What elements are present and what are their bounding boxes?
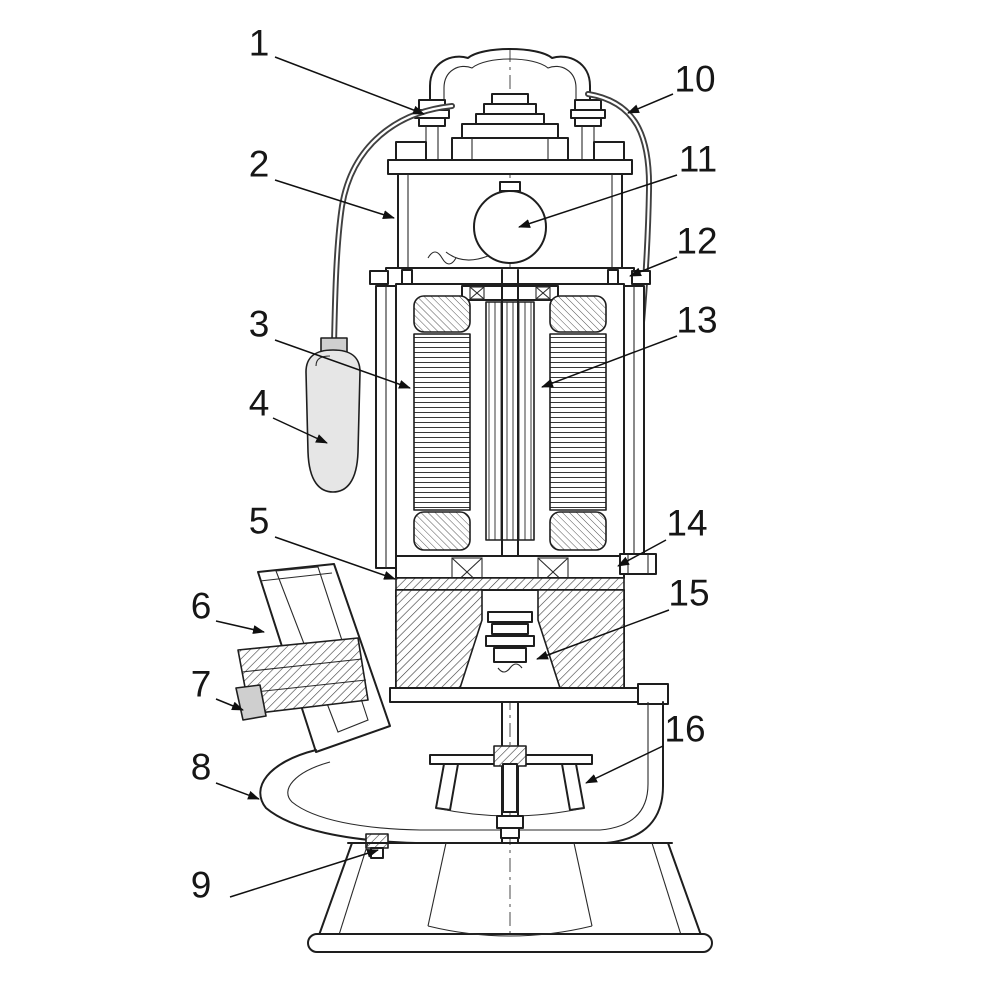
leader-line-11 [518, 174, 678, 228]
leader-line-2 [274, 179, 395, 219]
stator-winding-right [549, 295, 607, 551]
callout-label-2: 2 [248, 143, 270, 185]
callout-label-9: 9 [190, 864, 212, 906]
impeller [429, 745, 593, 839]
leader-line-8 [215, 782, 260, 800]
callout-label-13: 13 [676, 299, 718, 341]
callout-label-16: 16 [664, 708, 706, 750]
leader-line-6 [215, 620, 265, 634]
callout-label-5: 5 [248, 500, 270, 542]
leader-line-4 [272, 417, 328, 444]
power-cable-left [331, 103, 455, 347]
mechanical-seal [485, 611, 535, 673]
volute-casing [259, 683, 669, 844]
callout-label-6: 6 [190, 585, 212, 627]
leader-line-7 [215, 698, 244, 711]
cooling-jacket [623, 285, 645, 569]
junction-box [387, 141, 633, 269]
leader-lines [215, 56, 678, 898]
leader-line-9 [229, 849, 379, 898]
leader-line-13 [541, 335, 678, 388]
leader-line-16 [585, 745, 664, 784]
discharge-outlet [235, 563, 391, 753]
hose-coupling [235, 637, 369, 721]
stator-winding-left [413, 295, 471, 551]
callout-label-3: 3 [248, 303, 270, 345]
callout-label-15: 15 [668, 572, 710, 614]
capacitor [427, 181, 547, 265]
float-switch [305, 337, 361, 493]
casing-bolt-right [619, 553, 657, 575]
drain-bolt [365, 833, 389, 859]
leader-line-15 [536, 609, 670, 660]
cable-gland [451, 93, 569, 163]
callout-label-14: 14 [666, 502, 708, 544]
callout-label-7: 7 [190, 663, 212, 705]
callout-label-4: 4 [248, 382, 270, 424]
callout-label-8: 8 [190, 746, 212, 788]
callout-label-10: 10 [674, 58, 716, 100]
callout-label-1: 1 [248, 22, 270, 64]
leader-line-12 [629, 256, 678, 277]
rotor [485, 301, 535, 541]
leader-line-1 [274, 56, 425, 115]
bearing-bracket [395, 555, 625, 591]
callout-label-11: 11 [678, 138, 718, 180]
suction-base [307, 842, 713, 953]
leader-line-3 [274, 339, 411, 389]
oil-chamber [395, 589, 625, 689]
leader-line-5 [274, 536, 396, 580]
callout-label-12: 12 [676, 220, 718, 262]
leader-line-14 [617, 539, 667, 567]
leader-line-10 [627, 93, 674, 114]
